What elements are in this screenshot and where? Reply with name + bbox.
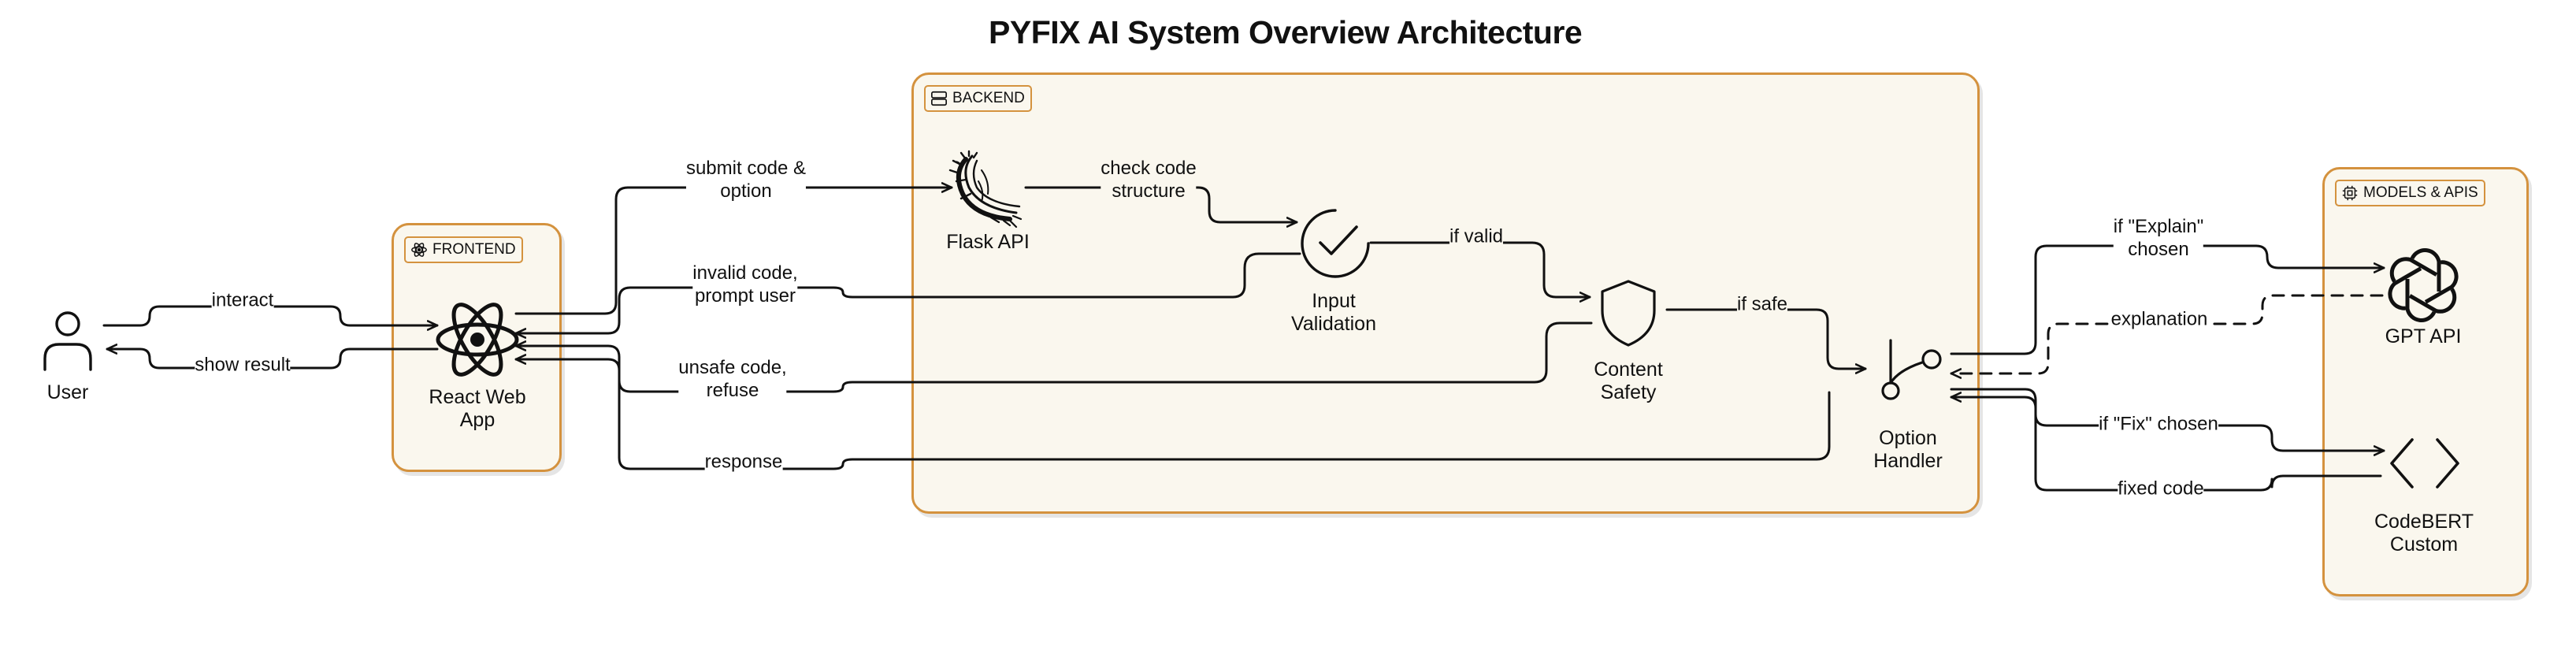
backend-tag-label: BACKEND [952, 90, 1025, 106]
flask-api-label: Flask API [946, 231, 1030, 253]
edge-submit [514, 188, 953, 315]
backend-group [911, 72, 1980, 514]
edge-label-explanation: explanation [2110, 307, 2208, 331]
models-group [2322, 167, 2529, 596]
edge-label-fixed: fixed code [2118, 477, 2204, 500]
edge-label-fix: if "Fix" chosen [2099, 412, 2218, 436]
shield-icon [1601, 280, 1656, 347]
code-brackets-icon [2390, 438, 2459, 489]
edge-valid [1369, 241, 1591, 297]
edge-unsafe [514, 321, 1593, 393]
edge-response [514, 359, 1831, 470]
flask-icon [948, 150, 1023, 229]
react-small-icon [411, 243, 427, 257]
user-label: User [46, 381, 89, 403]
edge-check [1024, 186, 1298, 222]
edge-label-interact: interact [211, 288, 274, 312]
frontend-tag: FRONTEND [404, 236, 523, 263]
gpt-api-label: GPT API [2385, 325, 2462, 347]
codebert-label: CodeBERT Custom [2374, 511, 2474, 556]
edge-fixed [1950, 397, 2382, 492]
frontend-tag-label: FRONTEND [432, 241, 516, 258]
edge-label-valid: if valid [1449, 225, 1504, 248]
edge-label-explain: if "Explain" chosen [2113, 215, 2204, 261]
edge-label-submit: submit code & option [685, 157, 807, 203]
option-handler-label: Option Handler [1873, 427, 1943, 472]
edge-label-invalid: invalid code, prompt user [692, 262, 798, 307]
edge-label-unsafe: unsafe code, refuse [678, 356, 787, 402]
models-tag: MODELS & APIS [2335, 180, 2485, 206]
edge-explain [1950, 244, 2385, 355]
react-icon [436, 303, 519, 377]
edge-label-response: response [704, 450, 783, 474]
switch-icon [1881, 339, 1942, 400]
models-tag-label: MODELS & APIS [2363, 184, 2478, 201]
check-circle-icon [1301, 209, 1370, 278]
user-icon [43, 311, 92, 371]
react-app-label: React Web App [429, 386, 526, 431]
backend-tag: BACKEND [924, 85, 1032, 112]
edge-safe [1665, 308, 1867, 369]
frontend-group [392, 223, 562, 472]
edge-label-safe: if safe [1736, 292, 1788, 316]
content-safety-label: Content Safety [1594, 359, 1663, 403]
server-icon [931, 91, 947, 106]
openai-icon [2388, 248, 2459, 322]
edge-label-show-result: show result [195, 353, 291, 377]
edge-label-check: check code structure [1101, 157, 1197, 203]
diagram-title: PYFIX AI System Overview Architecture [989, 14, 1583, 50]
input-validation-label: Input Validation [1291, 290, 1376, 335]
cpu-icon [2342, 185, 2358, 201]
edge-invalid [514, 252, 1301, 333]
